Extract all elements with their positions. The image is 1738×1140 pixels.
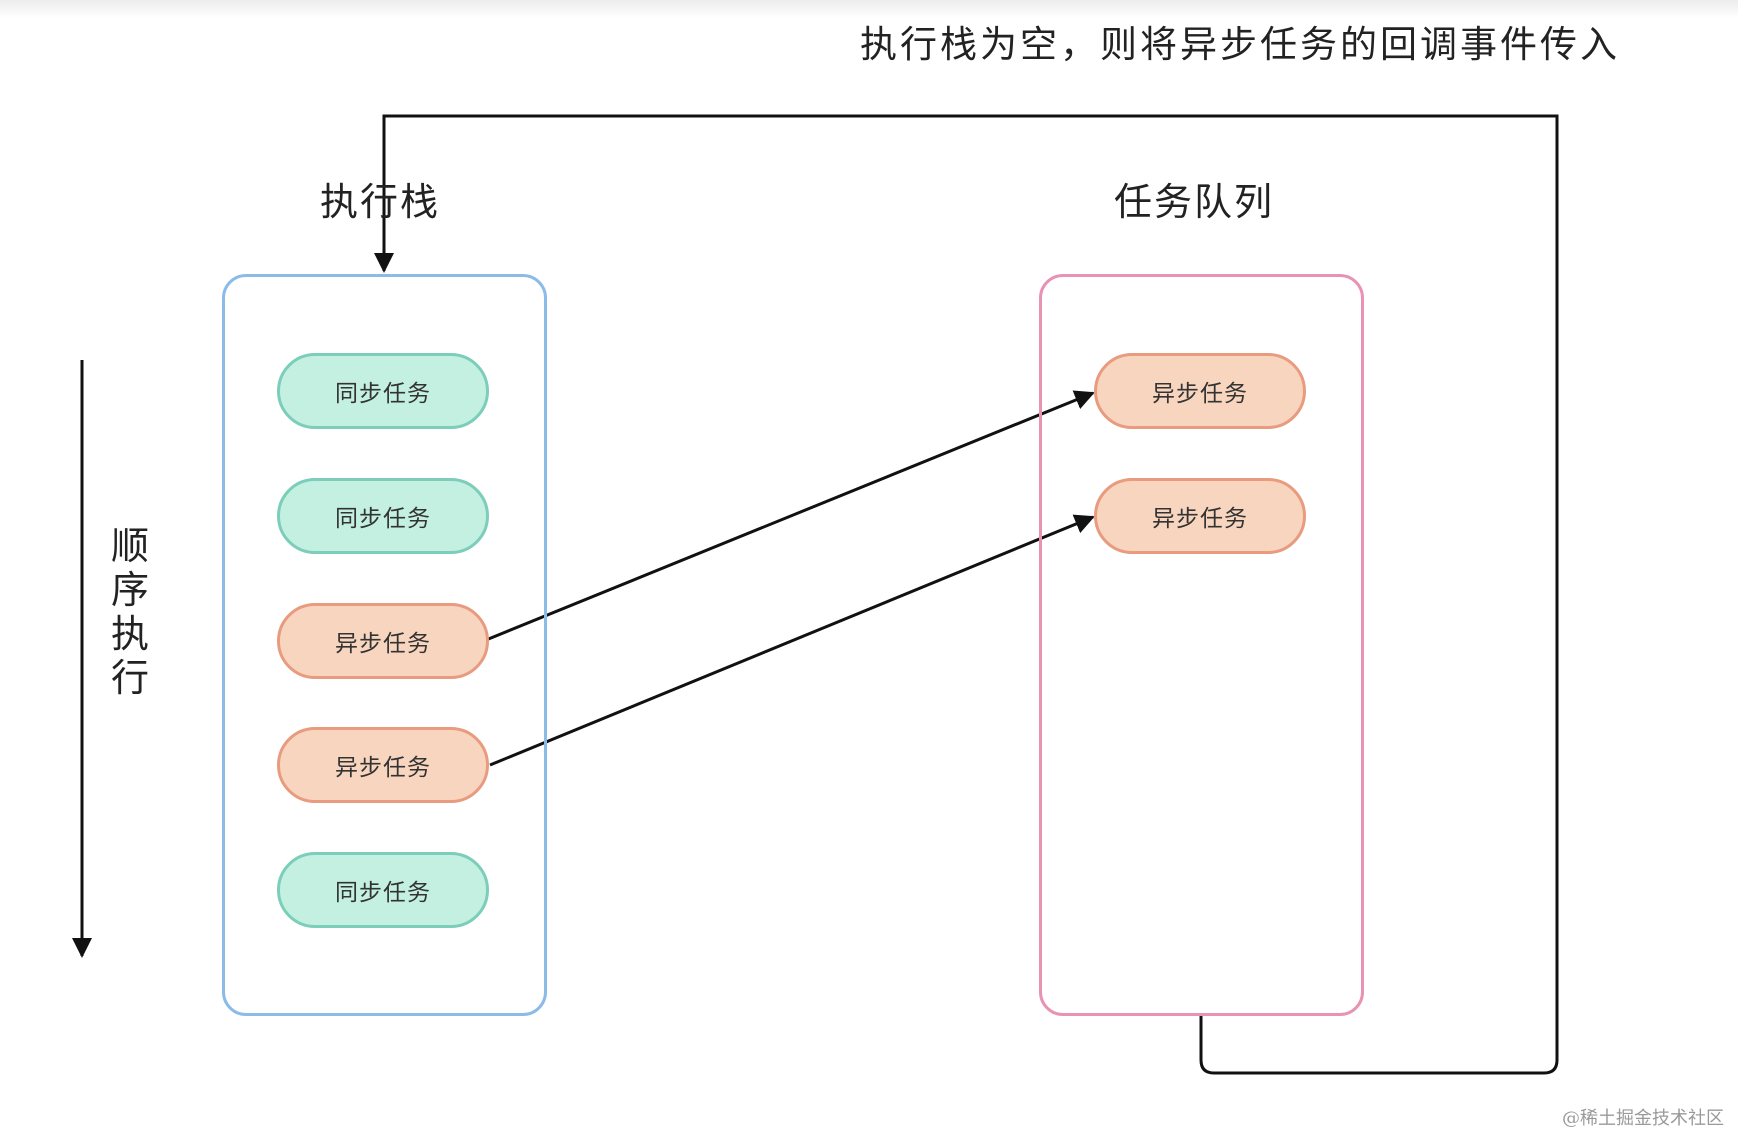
task-queue-title: 任务队列 bbox=[1114, 180, 1275, 224]
task-label: 异步任务 bbox=[1152, 381, 1248, 407]
stack-task-4: 异步任务 bbox=[277, 727, 489, 803]
stack-task-1: 同步任务 bbox=[277, 353, 489, 429]
watermark: @稀土掘金技术社区 bbox=[1562, 1108, 1724, 1129]
callback-caption: 执行栈为空，则将异步任务的回调事件传入 bbox=[860, 23, 1620, 66]
stack-task-2: 同步任务 bbox=[277, 478, 489, 554]
task-label: 同步任务 bbox=[335, 506, 431, 532]
queue-task-1: 异步任务 bbox=[1094, 353, 1306, 429]
order-label: 顺序执行 bbox=[110, 524, 149, 700]
enqueue-arrow-2 bbox=[489, 514, 1095, 767]
stack-task-3: 异步任务 bbox=[277, 603, 489, 679]
callback-loop-arrow bbox=[374, 114, 1559, 1075]
task-label: 同步任务 bbox=[335, 880, 431, 906]
top-shadow bbox=[0, 0, 1738, 18]
stack-task-5: 同步任务 bbox=[277, 852, 489, 928]
queue-task-2: 异步任务 bbox=[1094, 478, 1306, 554]
task-label: 异步任务 bbox=[1152, 506, 1248, 532]
execution-stack-title: 执行栈 bbox=[320, 180, 441, 224]
task-queue-box bbox=[1039, 274, 1364, 1016]
task-label: 同步任务 bbox=[335, 381, 431, 407]
task-label: 异步任务 bbox=[335, 755, 431, 781]
execution-stack-box bbox=[222, 274, 547, 1016]
enqueue-arrow-1 bbox=[485, 390, 1095, 642]
task-label: 异步任务 bbox=[335, 631, 431, 657]
